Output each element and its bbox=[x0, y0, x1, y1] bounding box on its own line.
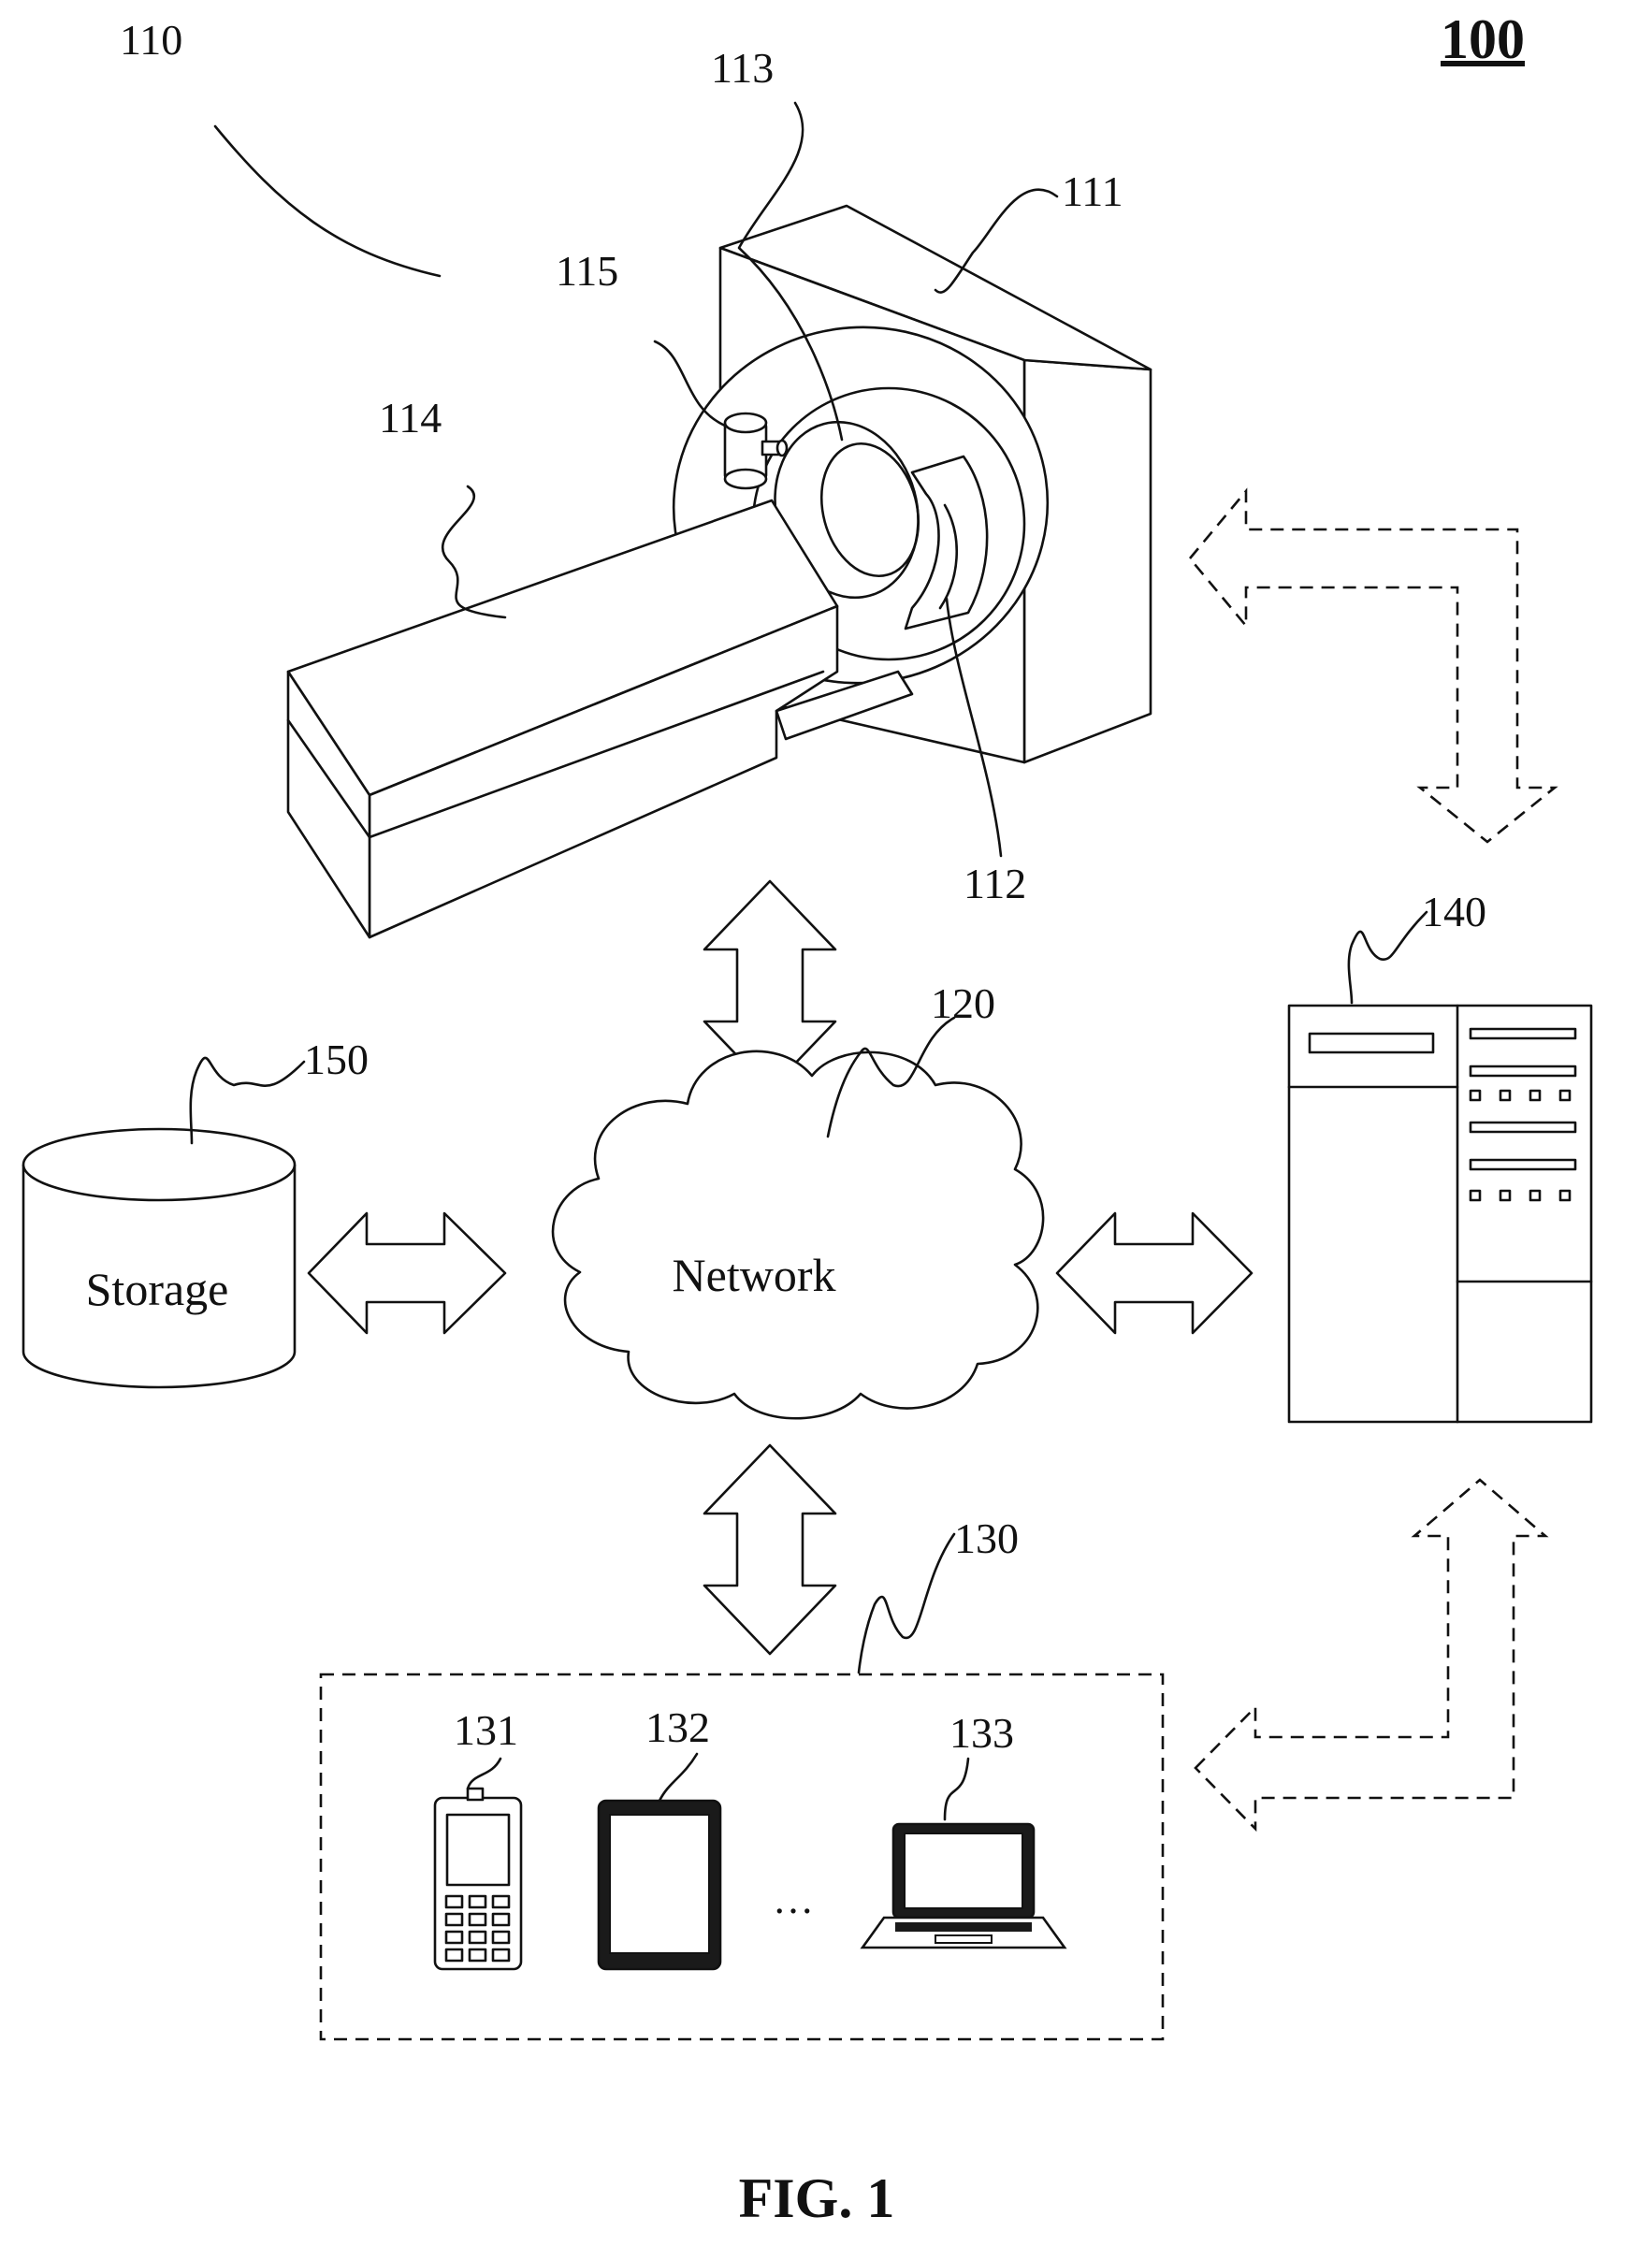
figure-number: 100 bbox=[1441, 8, 1525, 70]
network-cloud bbox=[553, 1051, 1043, 1418]
ref-111: 111 bbox=[1062, 167, 1123, 215]
ref-133: 133 bbox=[949, 1709, 1014, 1757]
ref-131: 131 bbox=[454, 1706, 518, 1754]
arrow-storage-network bbox=[309, 1213, 505, 1333]
gantry-side bbox=[1024, 360, 1151, 762]
storage-cylinder bbox=[23, 1129, 295, 1387]
ref-150: 150 bbox=[304, 1036, 369, 1083]
ref-113: 113 bbox=[711, 44, 774, 92]
ref-140: 140 bbox=[1422, 888, 1486, 935]
ref-114: 114 bbox=[379, 394, 442, 442]
ref-120: 120 bbox=[931, 979, 995, 1027]
laptop-icon bbox=[862, 1824, 1065, 1948]
server-rack bbox=[1289, 1006, 1591, 1422]
dashed-arrow-terminals-server bbox=[1196, 1480, 1545, 1829]
leader-110 bbox=[215, 126, 440, 276]
mobile-phone-icon bbox=[435, 1789, 521, 1969]
tablet-icon bbox=[599, 1801, 720, 1969]
leader-140 bbox=[1349, 912, 1427, 1003]
arrow-network-server bbox=[1057, 1213, 1252, 1333]
dashed-arrow-scanner-server bbox=[1190, 491, 1555, 842]
network-label: Network bbox=[673, 1249, 836, 1301]
terminal-ellipsis: … bbox=[773, 1876, 814, 1922]
ref-115: 115 bbox=[556, 247, 618, 295]
ct-scanner bbox=[288, 206, 1151, 937]
figure-caption: FIG. 1 bbox=[739, 2167, 895, 2229]
ref-110: 110 bbox=[120, 16, 182, 64]
ref-130: 130 bbox=[954, 1514, 1019, 1562]
ref-132: 132 bbox=[645, 1703, 710, 1751]
ref-112: 112 bbox=[964, 860, 1026, 907]
arrow-network-terminals bbox=[704, 1445, 835, 1654]
leader-130 bbox=[859, 1534, 954, 1673]
storage-label: Storage bbox=[86, 1263, 229, 1315]
